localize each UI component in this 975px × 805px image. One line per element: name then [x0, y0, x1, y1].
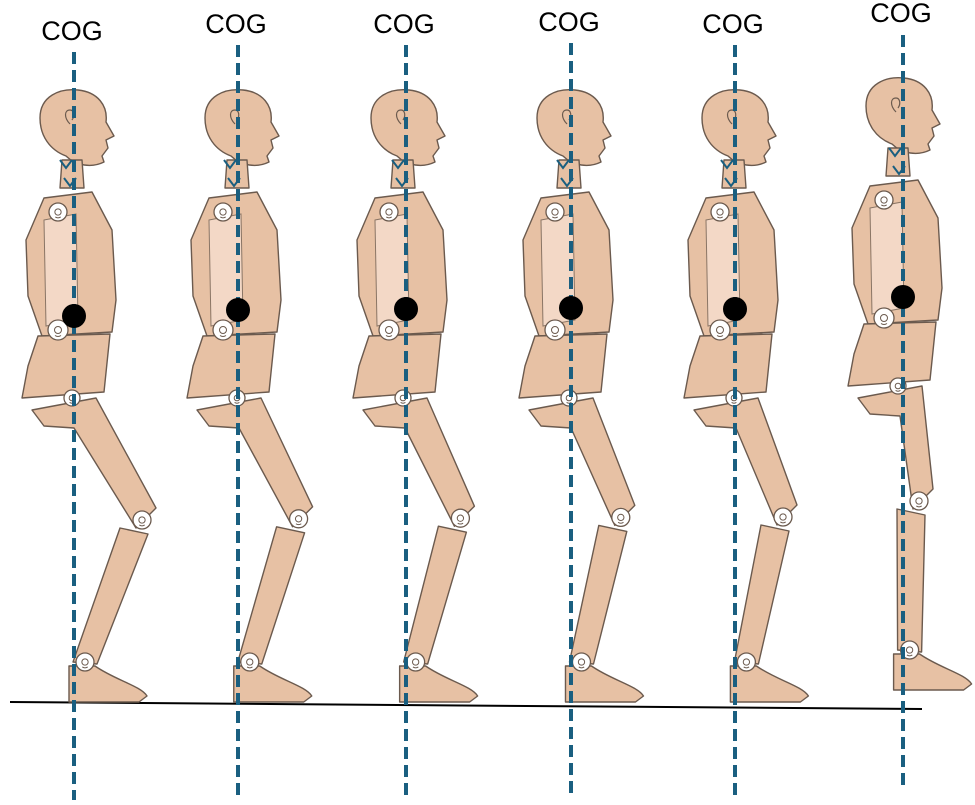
thigh: [528, 397, 636, 527]
cog-line-6: [888, 35, 915, 785]
shoulder-joint: [213, 202, 233, 222]
figure-6: [847, 77, 973, 691]
elbow-joint: [873, 307, 895, 329]
cog-line-2: [223, 45, 250, 795]
elbow-joint: [709, 319, 731, 341]
figure-3: [352, 89, 479, 703]
arrow-icon: [59, 159, 77, 188]
arrow-icon: [391, 159, 409, 188]
cog-label: COG: [205, 9, 267, 39]
pelvis: [21, 333, 111, 399]
ankle-joint: [899, 640, 920, 660]
thigh: [362, 397, 476, 527]
thigh: [31, 397, 157, 529]
pelvis: [352, 333, 442, 399]
shin: [237, 526, 306, 665]
cog-line-4: [556, 43, 583, 795]
cog-label: COG: [41, 16, 103, 46]
figure-2: [186, 89, 314, 703]
shin: [402, 525, 468, 665]
cog-label: COG: [373, 9, 435, 39]
shin: [568, 524, 628, 665]
cog-label: COG: [538, 7, 600, 37]
cog-line-5: [720, 45, 747, 795]
thigh: [693, 397, 798, 526]
shoulder-joint: [545, 202, 565, 222]
foot: [398, 665, 479, 703]
knee-joint: [132, 510, 152, 530]
arrow-icon: [223, 159, 241, 188]
figures-group: COG COG COG COG COG COG: [21, 0, 973, 800]
figure-1: [21, 89, 157, 703]
shoulder-joint: [874, 190, 894, 210]
hip-joint: [394, 389, 412, 407]
head: [39, 89, 115, 167]
pelvis: [847, 321, 937, 387]
cog-label: COG: [702, 9, 764, 39]
foot: [892, 653, 973, 691]
cog-label: COG: [870, 0, 932, 28]
shin: [72, 527, 149, 665]
cog-marker: [226, 298, 250, 322]
ear-icon: [726, 109, 737, 125]
knee-joint: [909, 491, 929, 511]
cog-marker: [62, 304, 86, 328]
knee-joint: [611, 507, 631, 528]
head: [701, 89, 777, 167]
head: [536, 89, 612, 167]
cog-marker: [723, 297, 747, 321]
arrow-icon: [556, 159, 574, 188]
ankle-joint: [240, 652, 260, 672]
elbow-joint: [212, 319, 234, 341]
ear-icon: [890, 97, 901, 113]
cog-line-1: [59, 52, 86, 800]
elbow-joint: [544, 319, 566, 341]
elbow-joint: [47, 319, 69, 341]
pelvis: [518, 333, 608, 399]
ground-line: [9, 701, 923, 710]
thigh: [196, 397, 314, 528]
cog-marker: [891, 285, 915, 309]
foot: [729, 665, 810, 703]
ankle-joint: [736, 652, 757, 672]
shin: [733, 524, 790, 665]
elbow-joint: [378, 319, 400, 341]
foot: [68, 665, 148, 703]
knee-joint: [773, 507, 793, 527]
ear-icon: [229, 109, 240, 125]
cog-marker: [394, 297, 418, 321]
ankle-joint: [75, 652, 95, 672]
pelvis: [683, 333, 773, 399]
thigh: [857, 385, 934, 510]
shoulder-joint: [48, 202, 68, 222]
figure-4: [518, 89, 645, 703]
cog-marker: [559, 296, 583, 320]
shoulder-joint: [710, 202, 730, 222]
foot: [233, 665, 313, 703]
arrow-icon: [720, 159, 738, 188]
ankle-joint: [405, 652, 426, 672]
shoulder-joint: [379, 202, 399, 222]
knee-joint: [450, 508, 471, 528]
knee-joint: [288, 509, 309, 529]
ankle-joint: [571, 652, 592, 672]
head: [204, 89, 280, 167]
ear-icon: [395, 109, 406, 125]
figure-5: [683, 89, 810, 703]
arrow-icon: [888, 147, 906, 176]
cog-line-3: [391, 45, 418, 795]
foot: [564, 665, 645, 703]
pelvis: [186, 333, 276, 399]
